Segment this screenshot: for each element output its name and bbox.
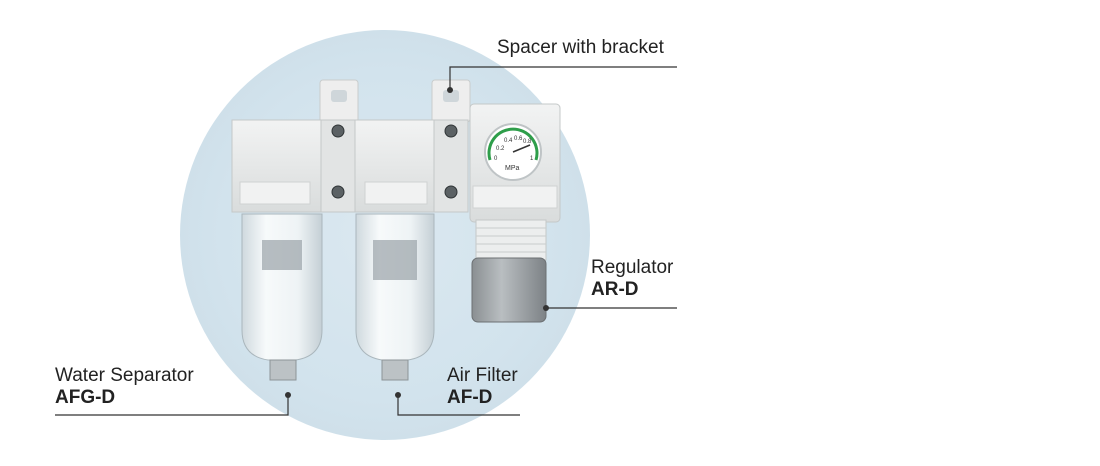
gauge-unit: MPa (505, 165, 520, 172)
regulator-knob (471, 257, 547, 323)
gauge-tick-label: 0 (494, 156, 498, 162)
callout-spacer-name: Spacer with bracket (497, 37, 664, 58)
callout-regulator-model: AR-D (591, 279, 639, 300)
pressure-gauge: MPa (484, 123, 542, 181)
water-separator-bowl (241, 213, 323, 381)
spacer-bracket (319, 79, 471, 123)
gauge-tick-label: 0.2 (496, 146, 505, 152)
callout-spacer: Spacer with bracket (497, 37, 664, 59)
screws (331, 124, 458, 199)
gauge-tick-label: 0.8 (523, 139, 532, 145)
leader-lines (55, 66, 677, 416)
callout-water-separator-name: Water Separator (55, 365, 194, 386)
callout-air-filter-name: Air Filter (447, 365, 518, 386)
gauge-tick-label: 0.6 (514, 136, 523, 142)
gauge-tick-label: 1 (530, 156, 534, 162)
air-filter-bowl (355, 213, 435, 381)
regulator-thread (475, 219, 547, 261)
callout-regulator: Regulator AR-D (591, 257, 673, 301)
callout-regulator-name: Regulator (591, 257, 674, 278)
callout-air-filter-model: AF-D (447, 387, 493, 408)
callout-water-separator-model: AFG-D (55, 387, 116, 408)
callout-water-separator: Water Separator AFG-D (55, 365, 194, 409)
gauge-tick-label: 0.4 (504, 138, 513, 144)
callout-air-filter: Air Filter AF-D (447, 365, 518, 409)
leader-dots (285, 87, 549, 398)
